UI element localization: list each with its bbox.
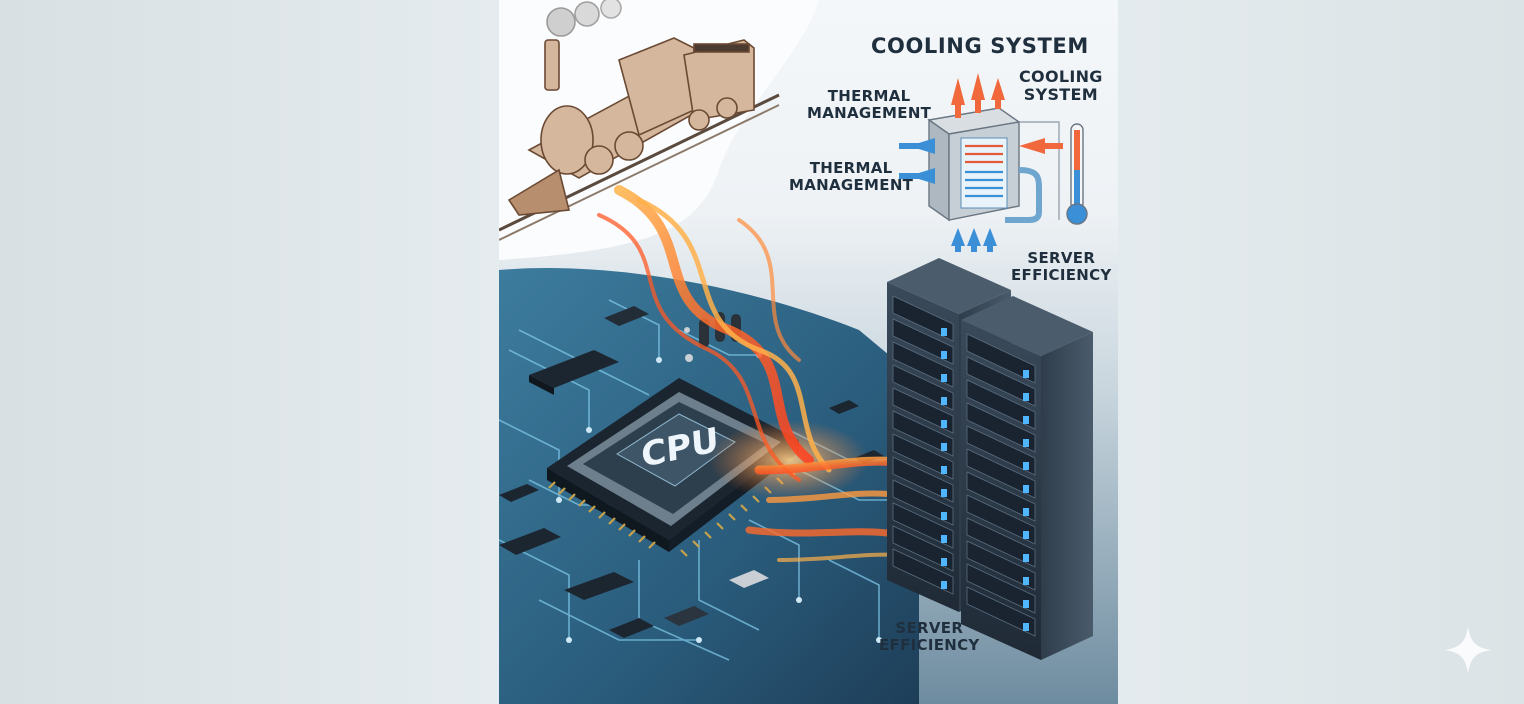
rack-slot — [892, 502, 954, 549]
thermal-management-label-top: THERMAL MANAGEMENT — [807, 87, 932, 123]
rack-slots — [892, 295, 1036, 637]
rack-led — [941, 512, 947, 520]
rack-slot — [966, 448, 1036, 499]
rack-led — [1023, 393, 1029, 401]
rack-led — [1023, 370, 1029, 378]
illustration-scene — [499, 0, 1093, 704]
rack-led — [1023, 416, 1029, 424]
rack-slot — [892, 341, 954, 388]
rack-led — [1023, 531, 1029, 539]
rack-slot — [892, 295, 954, 342]
rack-led — [941, 374, 947, 382]
rack-slot — [892, 318, 954, 365]
rack-slot — [892, 387, 954, 434]
server-right-line1: SERVER — [1027, 249, 1096, 267]
server-bottom-line2: EFFICIENCY — [879, 636, 980, 655]
rack-slot — [966, 586, 1036, 637]
rack-slot — [892, 456, 954, 503]
thermal-management-label-middle: THERMAL MANAGEMENT — [789, 159, 914, 195]
heat-exchanger-icon — [899, 73, 1063, 252]
steam-locomotive-icon — [499, 0, 780, 241]
rack-led — [1023, 508, 1029, 516]
rack-led — [1023, 600, 1029, 608]
rack-led — [1023, 485, 1029, 493]
rack-slot — [892, 364, 954, 411]
thermal-mid-line2: MANAGEMENT — [789, 176, 914, 195]
rack-slot — [892, 548, 954, 595]
rack-led — [941, 466, 947, 474]
thermal-top-line2: MANAGEMENT — [807, 104, 932, 123]
rack-slot — [892, 433, 954, 480]
rack-led — [941, 328, 947, 336]
rack-led — [1023, 554, 1029, 562]
cooling-system-label-line1: COOLING — [1019, 67, 1103, 86]
cooling-system-label-line2: SYSTEM — [1023, 85, 1098, 105]
rack-slot — [966, 517, 1036, 568]
rack-slot — [892, 479, 954, 526]
rack-slot — [966, 402, 1036, 453]
rack-slot — [966, 356, 1036, 407]
server-right-line2: EFFICIENCY — [1011, 266, 1112, 285]
rack-slot — [966, 471, 1036, 522]
thermal-mid-line1: THERMAL — [809, 159, 893, 177]
cooling-system-label: COOLING SYSTEM — [1019, 67, 1103, 105]
server-rack-icon — [887, 258, 1093, 660]
rack-led — [941, 581, 947, 589]
rack-led — [941, 558, 947, 566]
rack-slot — [966, 425, 1036, 476]
rack-led — [941, 489, 947, 497]
server-efficiency-label-right: SERVER EFFICIENCY — [1011, 249, 1112, 285]
rack-led — [941, 397, 947, 405]
rack-led — [1023, 462, 1029, 470]
rack-led — [941, 420, 947, 428]
rack-slot — [966, 494, 1036, 545]
rack-led — [941, 351, 947, 359]
rack-slot — [966, 540, 1036, 591]
illustration-frame: COOLING SYSTEM COOLING SYSTEM THERMAL MA… — [499, 0, 1118, 704]
rack-slot — [966, 333, 1036, 384]
rack-slot — [892, 410, 954, 457]
rack-slot — [892, 525, 954, 572]
rack-led — [1023, 439, 1029, 447]
rack-slot — [966, 379, 1036, 430]
rack-led — [1023, 623, 1029, 631]
cooling-system-title: COOLING SYSTEM — [871, 34, 1089, 58]
heat-flames — [597, 185, 942, 567]
rack-led — [941, 443, 947, 451]
thermometer-icon — [1066, 123, 1088, 225]
rack-led — [1023, 577, 1029, 585]
rack-slot — [966, 563, 1036, 614]
server-bottom-line1: SERVER — [895, 619, 964, 637]
sparkle-icon — [1444, 626, 1492, 674]
server-efficiency-label-bottom: SERVER EFFICIENCY — [879, 619, 980, 655]
thermal-top-line1: THERMAL — [827, 87, 911, 105]
rack-led — [941, 535, 947, 543]
